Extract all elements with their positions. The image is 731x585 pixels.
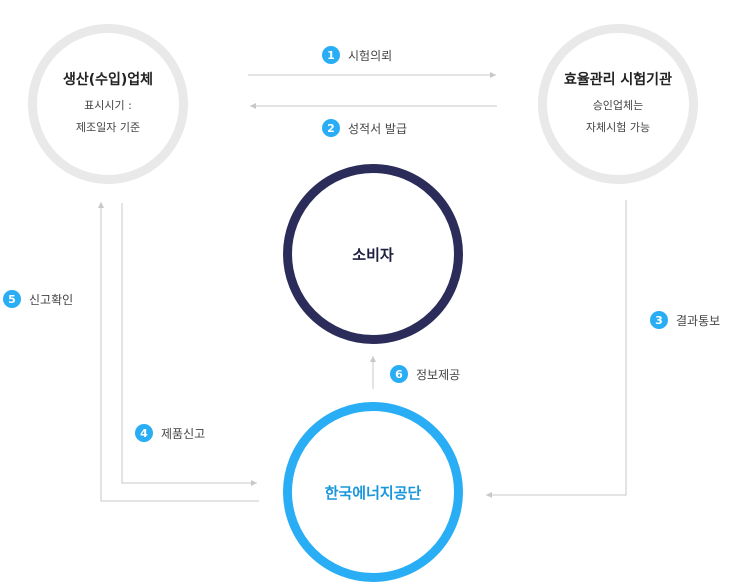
lab-title: 효율관리 시험기관 <box>564 72 672 88</box>
producer-node: 생산(수입)업체 표시시기 : 제조일자 기준 <box>28 24 188 184</box>
step-3: 3 결과통보 <box>650 311 720 329</box>
producer-sub-1: 표시시기 : <box>84 99 132 112</box>
step-6-label: 정보제공 <box>416 367 461 382</box>
step-2-label: 성적서 발급 <box>348 121 408 136</box>
step-1: 1 시험의뢰 <box>322 46 392 64</box>
step-4: 4 제품신고 <box>135 424 205 442</box>
producer-sub-2: 제조일자 기준 <box>75 121 141 134</box>
step-3-badge: 3 <box>650 311 668 329</box>
lab-sub-1: 승인업체는 <box>592 99 644 112</box>
step-1-label: 시험의뢰 <box>348 48 393 63</box>
step-6-badge: 6 <box>390 365 408 383</box>
arrow-product-report <box>121 203 257 486</box>
consumer-node: 소비자 <box>283 164 463 344</box>
consumer-title: 소비자 <box>352 245 394 264</box>
producer-title: 생산(수입)업체 <box>62 72 154 88</box>
step-5-badge: 5 <box>3 290 21 308</box>
test-lab-node: 효율관리 시험기관 승인업체는 자체시험 가능 <box>538 24 698 184</box>
step-2-badge: 2 <box>322 119 340 137</box>
step-3-label: 결과통보 <box>676 313 721 328</box>
step-5: 5 신고확인 <box>3 290 73 308</box>
step-4-label: 제품신고 <box>161 426 206 441</box>
step-4-badge: 4 <box>135 424 153 442</box>
step-2: 2 성적서 발급 <box>322 119 407 137</box>
lab-sub-2: 자체시험 가능 <box>585 121 651 134</box>
arrow-report-confirm <box>98 202 259 502</box>
energy-agency-node: 한국에너지공단 <box>283 402 463 582</box>
step-6: 6 정보제공 <box>390 365 460 383</box>
arrow-result-notice <box>486 200 627 498</box>
agency-title: 한국에너지공단 <box>324 483 422 502</box>
step-1-badge: 1 <box>322 46 340 64</box>
step-5-label: 신고확인 <box>29 292 74 307</box>
